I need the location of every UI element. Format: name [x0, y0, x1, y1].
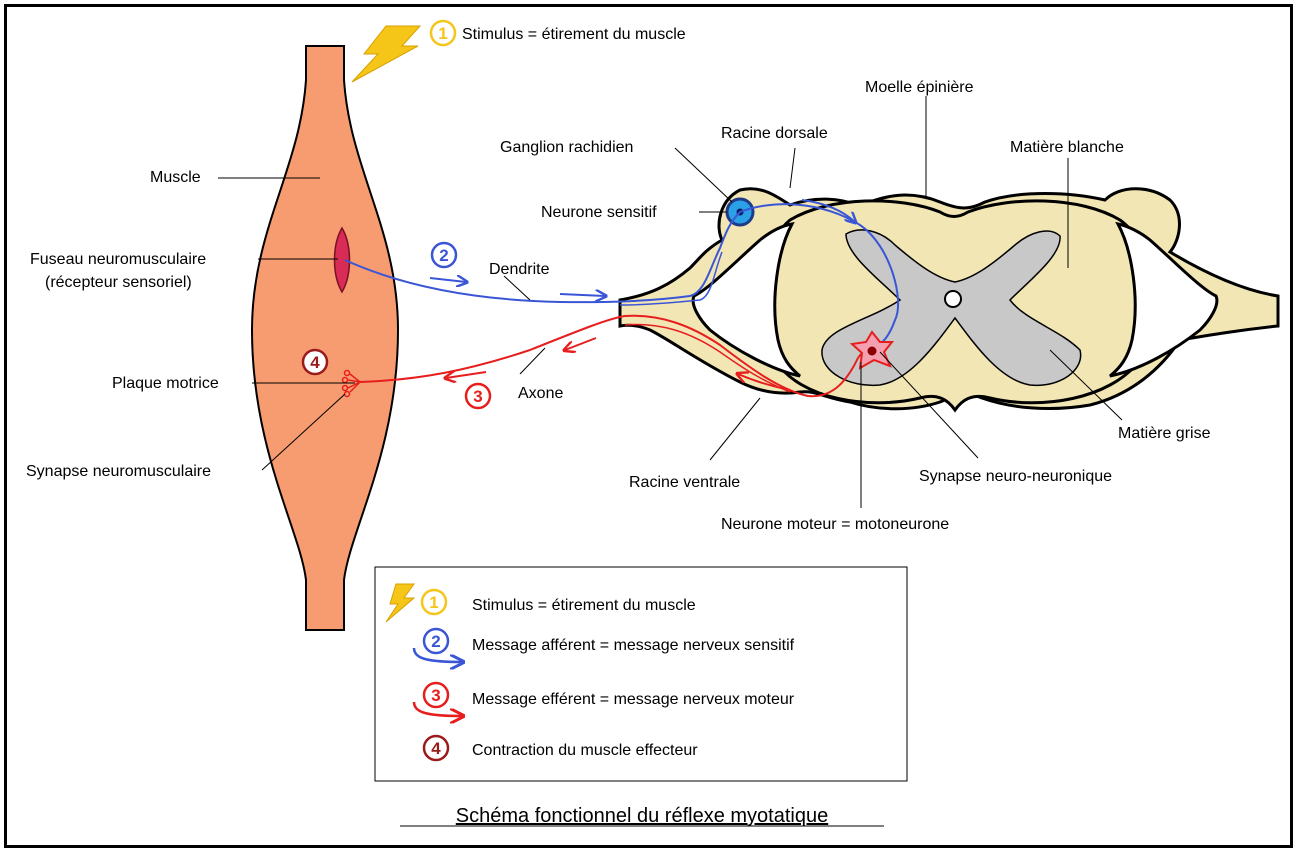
svg-text:3: 3: [473, 387, 482, 406]
central-canal: [945, 291, 961, 307]
label-fuseau-1: Fuseau neuromusculaire: [30, 251, 206, 268]
efferent-arrow-2: [446, 372, 486, 378]
svg-text:1: 1: [429, 593, 438, 612]
svg-text:2: 2: [431, 632, 440, 651]
label-axone: Axone: [518, 385, 563, 402]
legend-item-1: Stimulus = étirement du muscle: [472, 597, 696, 614]
legend-item-2: Message afférent = message nerveux sensi…: [472, 637, 795, 654]
label-synapse-nn: Synapse neuro-neuronique: [919, 468, 1112, 485]
label-ganglion: Ganglion rachidien: [500, 139, 633, 156]
legend-badge-3: 3: [424, 683, 448, 707]
svg-text:4: 4: [431, 739, 441, 758]
motor-neuron-nucleus: [868, 347, 877, 356]
legend-badge-4: 4: [424, 736, 448, 760]
afferent-arrow-2: [560, 294, 605, 296]
label-neurone-moteur: Neurone moteur = motoneurone: [721, 516, 949, 533]
lightning-icon: [352, 26, 420, 82]
legend-item-3: Message efférent = message nerveux moteu…: [472, 691, 795, 708]
label-racine-dorsale: Racine dorsale: [721, 125, 828, 142]
label-moelle: Moelle épinière: [865, 79, 974, 96]
label-plaque: Plaque motrice: [112, 375, 219, 392]
label-dendrite: Dendrite: [489, 261, 550, 278]
label-neurone-sensitif: Neurone sensitif: [541, 204, 657, 221]
svg-text:3: 3: [431, 686, 440, 705]
label-stimulus: Stimulus = étirement du muscle: [462, 26, 686, 43]
legend-badge-1: 1: [422, 590, 446, 614]
label-muscle: Muscle: [150, 169, 201, 186]
badge-2-diagram: 2: [432, 243, 456, 267]
svg-text:1: 1: [438, 24, 447, 43]
badge-1-top: 1: [431, 21, 455, 45]
legend-badge-2: 2: [424, 629, 448, 653]
muscle-body: [252, 46, 398, 630]
label-matiere-blanche: Matière blanche: [1010, 139, 1124, 156]
svg-text:4: 4: [310, 353, 320, 372]
label-fuseau-2: (récepteur sensoriel): [45, 274, 192, 291]
diagram-caption: Schéma fonctionnel du réflexe myotatique: [456, 805, 828, 827]
efferent-arrow-1: [565, 338, 596, 350]
legend-item-4: Contraction du muscle effecteur: [472, 742, 698, 759]
label-synapse-nm: Synapse neuromusculaire: [26, 463, 211, 480]
label-racine-ventrale: Racine ventrale: [629, 474, 740, 491]
afferent-arrow-1: [430, 278, 466, 282]
svg-text:2: 2: [439, 246, 448, 265]
badge-4-diagram: 4: [303, 350, 327, 374]
label-matiere-grise: Matière grise: [1118, 425, 1211, 442]
badge-3-diagram: 3: [466, 384, 490, 408]
